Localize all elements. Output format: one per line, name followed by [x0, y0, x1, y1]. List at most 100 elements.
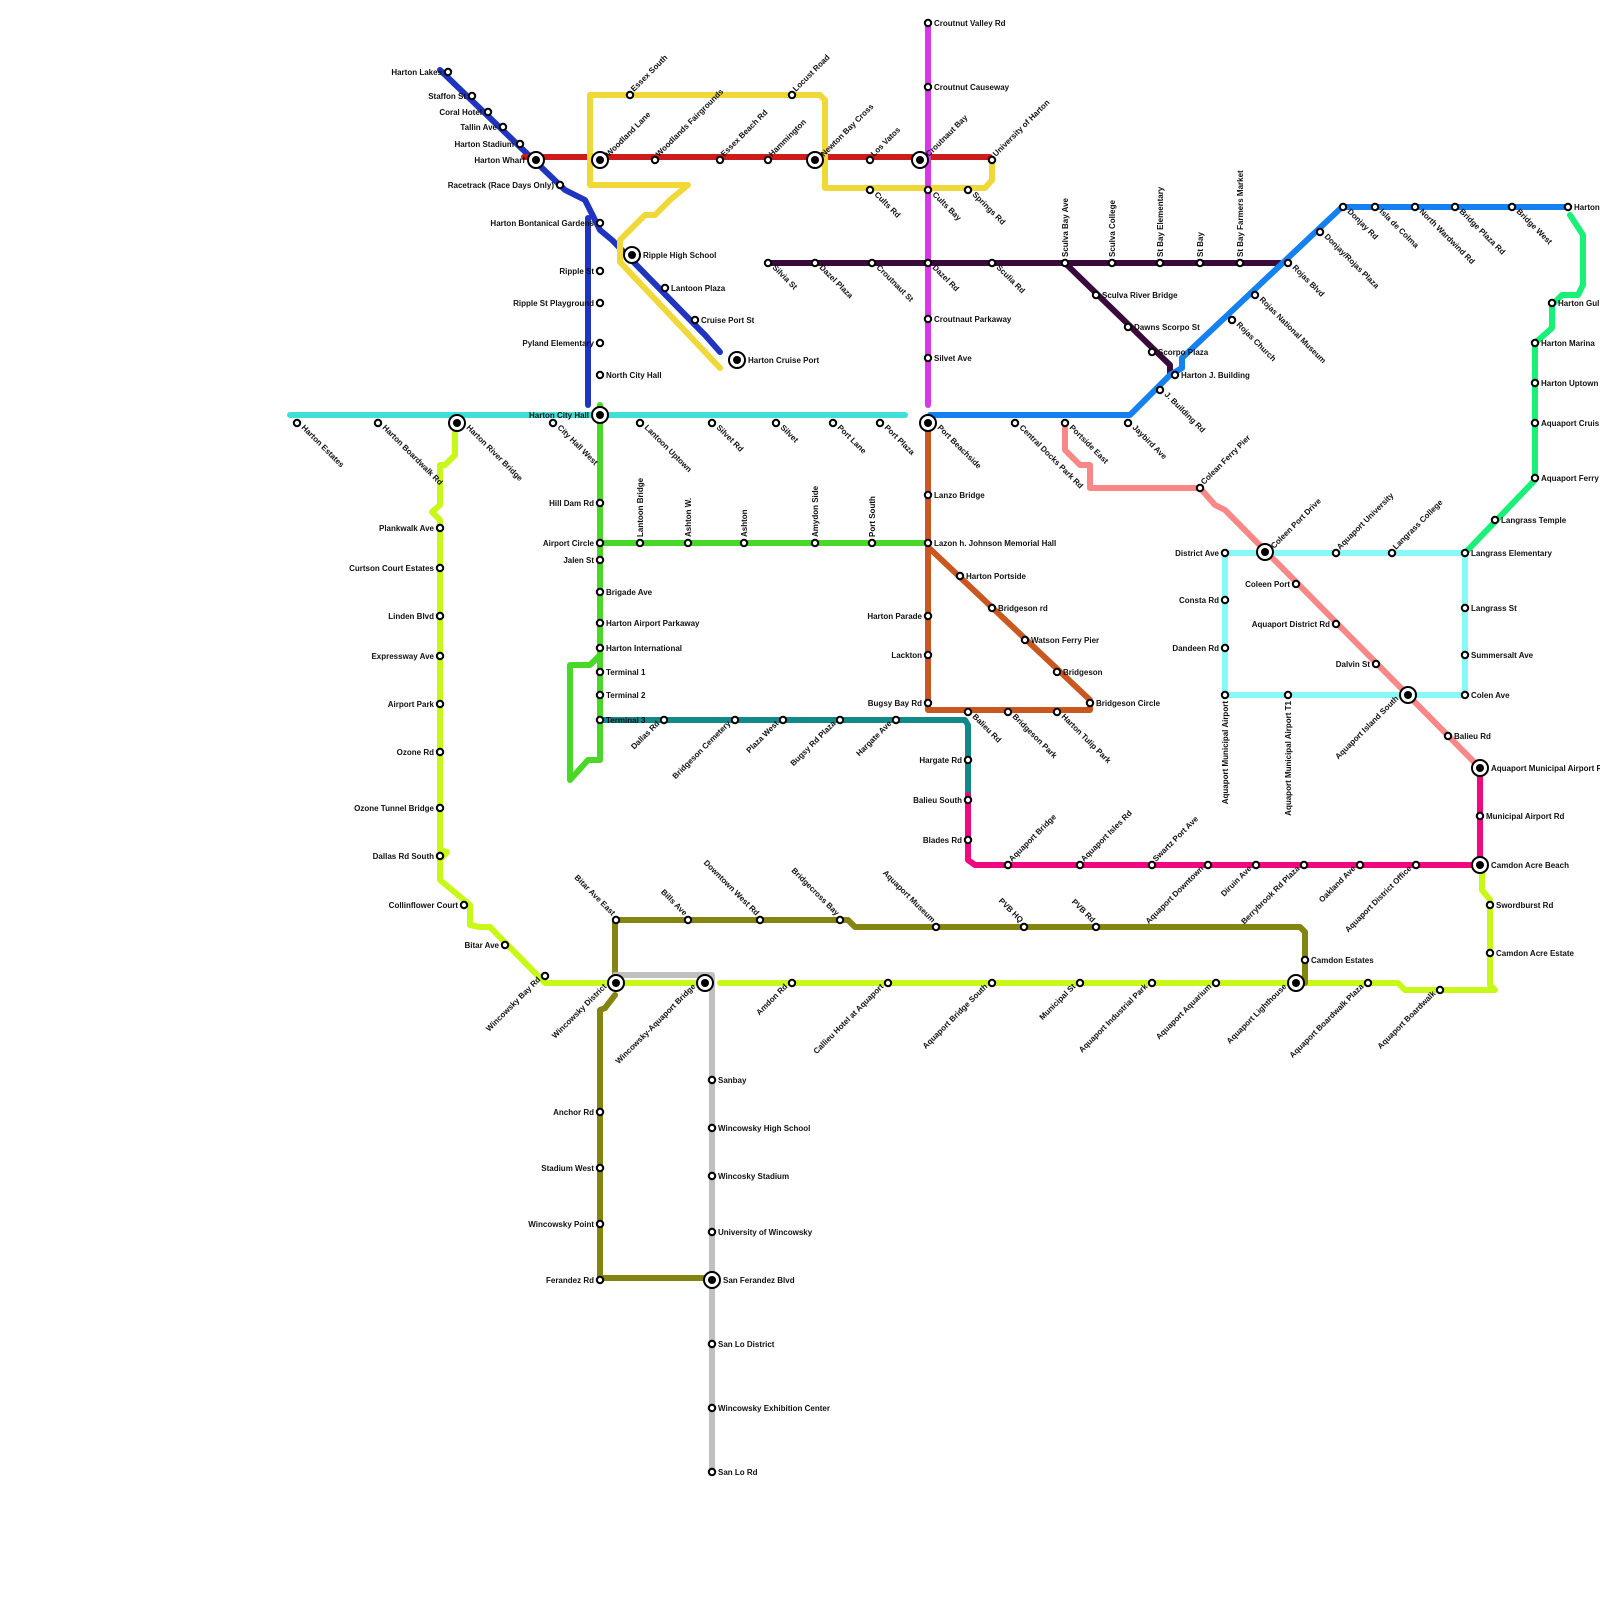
station-hill-dam-rd[interactable]: Hill Dam Rd	[549, 499, 603, 508]
station-marker[interactable]	[925, 316, 931, 322]
station-marker[interactable]	[1389, 550, 1395, 556]
station-port-south[interactable]: Port South	[868, 496, 877, 546]
station-marker[interactable]	[1157, 260, 1163, 266]
station-marker[interactable]	[1365, 980, 1371, 986]
station-marker[interactable]	[1462, 550, 1468, 556]
station-ashton-w[interactable]: Ashton W.	[684, 498, 693, 546]
station-wincowsky-exhibition-center[interactable]: Wincowsky Exhibition Center	[709, 1404, 830, 1413]
station-marker[interactable]	[1532, 340, 1538, 346]
station-ozone-tunnel-bridge[interactable]: Ozone Tunnel Bridge	[354, 804, 443, 813]
station-marker[interactable]	[989, 980, 995, 986]
station-university-of-wincowsky[interactable]: University of Wincowsky	[709, 1228, 813, 1237]
station-coleen-port[interactable]: Coleen Port	[1245, 580, 1299, 589]
station-marker[interactable]	[1172, 372, 1178, 378]
station-harton-uptown[interactable]: Harton Uptown	[1532, 379, 1599, 388]
station-marker[interactable]	[709, 1405, 715, 1411]
station-marker[interactable]	[989, 605, 995, 611]
station-rojas-church[interactable]: Rojas Church	[1229, 317, 1278, 363]
station-watson-ferry-pier[interactable]: Watson Ferry Pier	[1022, 636, 1099, 645]
station-bugsy-bay-rd[interactable]: Bugsy Bay Rd	[868, 699, 931, 708]
station-st-bay[interactable]: St Bay	[1196, 232, 1205, 267]
station-marker[interactable]	[1372, 204, 1378, 210]
station-marker[interactable]	[1149, 980, 1155, 986]
station-marker[interactable]	[613, 917, 619, 923]
station-marker[interactable]	[542, 973, 548, 979]
station-aquaport-bridge[interactable]: Aquaport Bridge	[1005, 812, 1059, 868]
station-wincowsky-high-school[interactable]: Wincowsky High School	[709, 1124, 811, 1133]
station-croutnut-valley-rd[interactable]: Croutnut Valley Rd	[925, 19, 1006, 28]
station-marker[interactable]	[1492, 517, 1498, 523]
station-marker[interactable]	[469, 93, 475, 99]
station-marker[interactable]	[1532, 475, 1538, 481]
station-marker[interactable]	[685, 540, 691, 546]
station-jaybird-ave[interactable]: Jaybird Ave	[1125, 420, 1169, 462]
station-croutnaut-parkaway[interactable]: Croutnaut Parkaway	[925, 315, 1012, 324]
station-woodlands-fairgrounds[interactable]: Woodlands Fairgrounds	[652, 87, 726, 163]
station-marker[interactable]	[1093, 924, 1099, 930]
station-wincowsky-bay-rd[interactable]: Wincowsky Bay Rd	[484, 973, 548, 1033]
station-ripple-st[interactable]: Ripple St	[559, 267, 603, 276]
station-airport-park[interactable]: Airport Park	[388, 700, 443, 709]
station-marker[interactable]	[437, 749, 443, 755]
station-aquaport-bridge-south[interactable]: Aquaport Bridge South	[921, 980, 995, 1051]
station-silvet-rd[interactable]: Silvet Rd	[709, 420, 745, 454]
station-harton-na[interactable]: Harton Na	[1565, 203, 1600, 212]
station-harton-wharf-interchange[interactable]: Harton Wharf	[474, 152, 544, 168]
station-consta-rd[interactable]: Consta Rd	[1179, 596, 1228, 605]
station-marker[interactable]	[867, 187, 873, 193]
station-marker[interactable]	[989, 157, 995, 163]
station-terminal-1[interactable]: Terminal 1	[597, 668, 646, 677]
station-marker[interactable]	[709, 1125, 715, 1131]
station-cruise-port-st[interactable]: Cruise Port St	[692, 316, 755, 325]
station-marker[interactable]	[1222, 597, 1228, 603]
station-marker[interactable]	[652, 157, 658, 163]
station-aquaport-ferry[interactable]: Aquaport Ferry	[1532, 474, 1600, 483]
station-swordburst-rd[interactable]: Swordburst Rd	[1487, 901, 1554, 910]
station-marker[interactable]	[812, 260, 818, 266]
station-ozone-rd[interactable]: Ozone Rd	[397, 748, 444, 757]
station-marker[interactable]	[597, 540, 603, 546]
station-marker[interactable]	[1149, 349, 1155, 355]
station-marker[interactable]	[709, 1341, 715, 1347]
station-marker[interactable]	[597, 557, 603, 563]
station-marker[interactable]	[925, 492, 931, 498]
station-marker[interactable]	[869, 540, 875, 546]
station-harton-tulip-park[interactable]: Harton Tulip Park	[1054, 709, 1113, 766]
station-marker[interactable]	[1005, 709, 1011, 715]
station-harton-river-bridge-interchange[interactable]: Harton River Bridge	[449, 415, 525, 483]
station-marker[interactable]	[1157, 387, 1163, 393]
station-marker[interactable]	[869, 260, 875, 266]
station-marker[interactable]	[1125, 324, 1131, 330]
station-marker[interactable]	[1222, 645, 1228, 651]
station-marker[interactable]	[1340, 204, 1346, 210]
station-district-ave[interactable]: District Ave	[1175, 549, 1228, 558]
station-harton-marina[interactable]: Harton Marina	[1532, 339, 1596, 348]
station-marker[interactable]	[830, 420, 836, 426]
station-silvet[interactable]: Silvet	[773, 420, 800, 445]
station-marker[interactable]	[1532, 420, 1538, 426]
station-port-plaza[interactable]: Port Plaza	[877, 420, 917, 457]
station-marker[interactable]	[1462, 605, 1468, 611]
station-marker[interactable]	[789, 980, 795, 986]
station-marker[interactable]	[1412, 204, 1418, 210]
station-harton-boardwalk-rd[interactable]: Harton Boardwalk Rd	[375, 420, 445, 487]
station-bridgeson-park[interactable]: Bridgeson Park	[1005, 709, 1059, 761]
station-bridgeson-circle[interactable]: Bridgeson Circle	[1087, 699, 1161, 708]
station-rojas-blvd[interactable]: Rojas Blvd	[1285, 260, 1326, 299]
station-langrass-st[interactable]: Langrass St	[1462, 604, 1517, 613]
station-marker[interactable]	[637, 420, 643, 426]
station-marker[interactable]	[1333, 550, 1339, 556]
station-j-building-rd[interactable]: J. Building Rd	[1157, 387, 1207, 435]
station-marker[interactable]	[925, 260, 931, 266]
station-marker[interactable]	[1317, 229, 1323, 235]
station-marker[interactable]	[709, 1077, 715, 1083]
station-camdon-acre-beach-interchange[interactable]: Camdon Acre Beach	[1472, 857, 1569, 873]
station-marker[interactable]	[893, 717, 899, 723]
station-marker[interactable]	[925, 20, 931, 26]
station-marker[interactable]	[597, 645, 603, 651]
station-ripple-high-school-interchange[interactable]: Ripple High School	[624, 247, 716, 263]
station-marker[interactable]	[597, 220, 603, 226]
station-sculva-college[interactable]: Sculva College	[1108, 200, 1117, 267]
station-marker[interactable]	[709, 1229, 715, 1235]
station-camdon-acre-estate[interactable]: Camdon Acre Estate	[1487, 949, 1575, 958]
